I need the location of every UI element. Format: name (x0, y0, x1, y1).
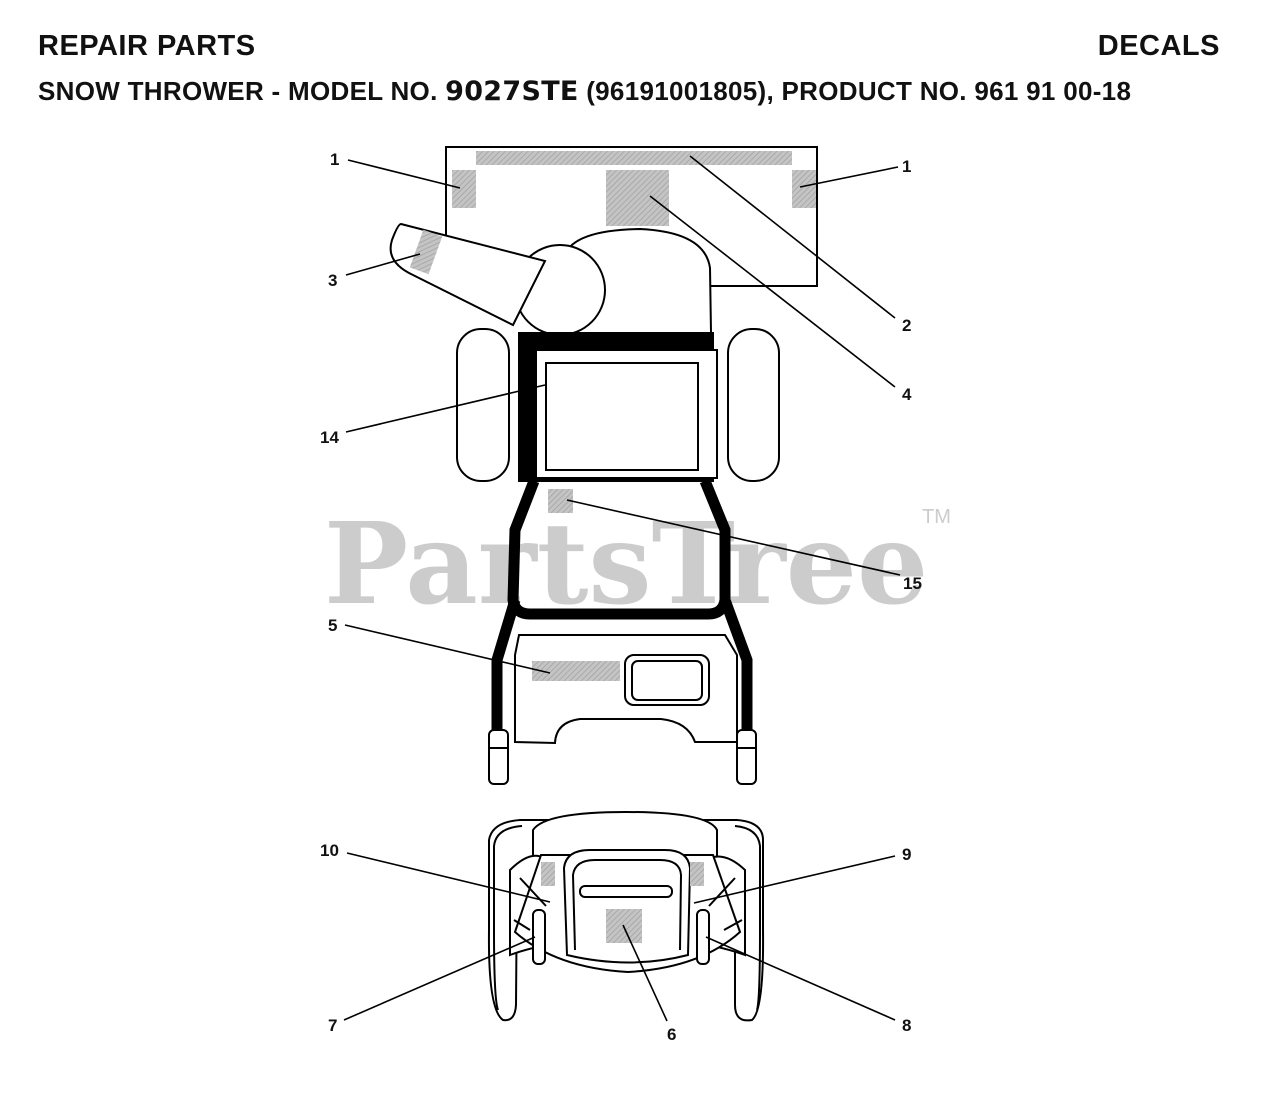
decal-4 (606, 170, 669, 226)
top-view-decals (409, 151, 816, 681)
callout-6: 6 (667, 1025, 676, 1044)
rear-view-machine (487, 810, 765, 1022)
decal-3 (409, 229, 443, 275)
decal-1-left (452, 170, 476, 208)
dash-panel-inner (545, 362, 699, 471)
control-window-inner (631, 660, 703, 701)
model-number: 9027STE (445, 76, 579, 107)
watermark-trademark: TM (922, 506, 951, 528)
decal-5 (532, 661, 620, 681)
rear-housing-top (532, 810, 718, 860)
callout-7: 7 (328, 1016, 337, 1035)
decal-10 (541, 862, 555, 886)
watermark-text: PartsTree (324, 499, 928, 630)
callouts: 1 1 2 3 4 14 15 5 10 9 7 6 8 (320, 150, 922, 1044)
decal-1-right (792, 170, 816, 208)
tire-right (727, 328, 780, 482)
rear-panel (562, 849, 692, 964)
callout-1-right: 1 (902, 157, 911, 176)
callout-15: 15 (903, 574, 922, 593)
callout-5: 5 (328, 616, 337, 635)
grip-right (736, 729, 757, 785)
rear-light-right (696, 909, 710, 965)
header-subtitle: SNOW THROWER - MODEL NO. 9027STE (961910… (38, 76, 1131, 107)
rear-slot (579, 885, 673, 898)
leader-lines (343, 155, 901, 1022)
callout-9: 9 (902, 845, 911, 864)
header-decals: DECALS (1097, 30, 1220, 62)
grip-left (488, 729, 509, 785)
callout-10: 10 (320, 841, 339, 860)
handle-right-lower (719, 598, 753, 735)
callout-1-left: 1 (330, 150, 339, 169)
subtitle-prefix: SNOW THROWER - MODEL NO. (38, 76, 446, 106)
header-repair-parts: REPAIR PARTS (38, 30, 256, 62)
callout-4: 4 (902, 385, 912, 404)
top-view-machine (389, 146, 818, 785)
subtitle-suffix: (96191001805), PRODUCT NO. 961 91 00-18 (578, 76, 1132, 106)
decal-9 (690, 862, 704, 886)
callout-3: 3 (328, 271, 337, 290)
tire-left (456, 328, 510, 482)
callout-2: 2 (902, 316, 911, 335)
decal-2 (476, 151, 792, 165)
callout-14: 14 (320, 428, 339, 447)
callout-8: 8 (902, 1016, 911, 1035)
rear-view-decals (541, 862, 704, 943)
